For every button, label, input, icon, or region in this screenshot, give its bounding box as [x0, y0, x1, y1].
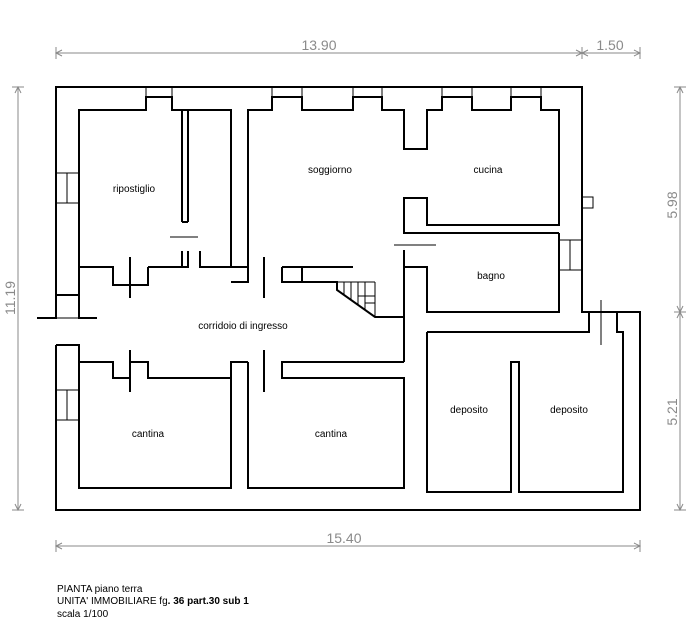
caption-unit-b: . 36 part [167, 596, 206, 607]
caption-unit: UNITA' IMMOBILIARE fg. 36 part.30 sub 1 [57, 596, 249, 608]
room-label-bagno: bagno [477, 271, 505, 282]
room-label-ripostiglio: ripostiglio [113, 184, 156, 195]
door-leaves [37, 257, 265, 392]
caption-unit-c: .30 sub 1 [206, 596, 249, 607]
room-label-deposito-left: deposito [450, 405, 488, 416]
lower-walls [56, 300, 624, 493]
caption-title: PIANTA piano terra [57, 584, 143, 595]
corridor-walls [231, 196, 594, 362]
caption-unit-a: UNITA' IMMOBILIARE fg [57, 596, 168, 607]
dim-right-upper: 5.98 [664, 191, 680, 218]
dim-left: 11.19 [2, 281, 18, 315]
room-label-deposito-right: deposito [550, 405, 588, 416]
dim-top-left: 13.90 [301, 37, 336, 53]
room-label-soggiorno: soggiorno [308, 165, 352, 176]
room-label-cantina-left: cantina [132, 429, 165, 440]
caption-scale: scala 1/100 [57, 609, 109, 620]
outer-walls [37, 86, 641, 511]
dimension-lines [12, 47, 686, 552]
room-label-cantina-right: cantina [315, 429, 348, 440]
room-label-corridoio: corridoio di ingresso [198, 321, 288, 332]
dim-top-right: 1.50 [596, 37, 623, 53]
dim-bottom: 15.40 [326, 530, 361, 546]
room-label-cucina: cucina [474, 165, 503, 176]
ripostiglio-walls [145, 87, 560, 268]
dim-right-lower: 5.21 [664, 398, 680, 425]
